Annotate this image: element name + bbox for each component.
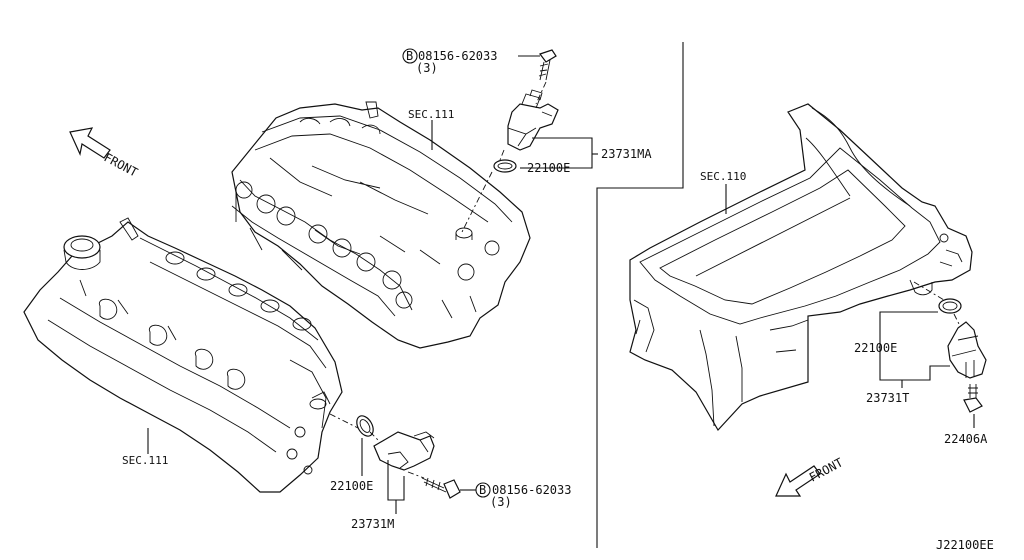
front-label-left: FRONT (102, 150, 140, 179)
front-direction-arrow-icon (69, 127, 111, 159)
bolt-top-circle-icon (402, 48, 418, 64)
part-label-oring-right: 22100E (854, 341, 897, 355)
camshaft-sensor-left-illustration (329, 413, 461, 499)
bolt-top-qty: (3) (416, 61, 438, 75)
part-label-oring-top: 22100E (527, 161, 570, 175)
bolt-bottom-qty: (3) (490, 495, 512, 509)
sec-label-cylinder-head-rear: SEC.111 (408, 108, 454, 121)
part-label-sensor-top: 23731MA (601, 147, 652, 161)
cylinder-head-rear-illustration (231, 101, 531, 349)
diagram-id: J22100EE (936, 538, 994, 552)
callout-labels: B 08156-62033 (3) SEC.111 22100E 23731MA… (102, 48, 994, 552)
crankshaft-sensor-right-illustration (913, 281, 987, 413)
leader-lines (147, 55, 975, 514)
bolt-top-part-number: 08156-62033 (418, 49, 497, 63)
bolt-bottom-circle-letter: B (479, 483, 486, 497)
sec-label-cylinder-head-front: SEC.111 (122, 454, 168, 467)
front-label-right: FRONT (807, 455, 845, 484)
front-direction-arrow-icon (775, 465, 821, 497)
part-label-sensor-right: 23731T (866, 391, 909, 405)
bolt-bottom-circle-icon (475, 482, 491, 498)
cylinder-head-front-illustration (23, 217, 343, 493)
part-label-oring-left: 22100E (330, 479, 373, 493)
bolt-bottom-part-number: 08156-62033 (492, 483, 571, 497)
sec-label-oil-pan: SEC.110 (700, 170, 746, 183)
part-label-bolt-right: 22406A (944, 432, 988, 446)
part-label-sensor-left: 23731M (351, 517, 394, 531)
view-divider (596, 42, 684, 548)
camshaft-sensor-top-illustration (461, 49, 559, 233)
oil-pan-illustration (629, 103, 973, 432)
bolt-top-circle-letter: B (406, 49, 413, 63)
